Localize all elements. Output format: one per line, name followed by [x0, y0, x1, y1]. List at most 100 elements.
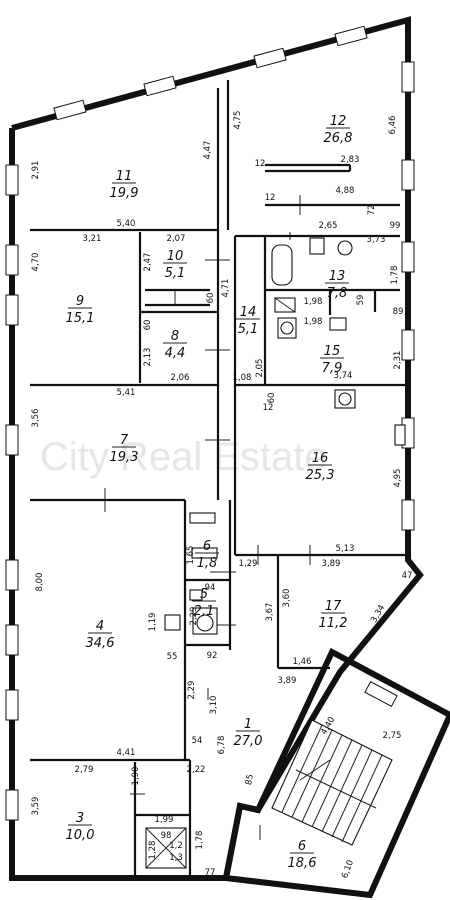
dimension-label: 1,28 [148, 841, 158, 860]
dimension-label: 6,46 [388, 116, 398, 135]
room-area-r8: 4,4 [165, 346, 186, 361]
room-number-r1: 1 [244, 717, 252, 732]
dimension-label: 4,47 [203, 141, 213, 160]
room-area-r11: 19,9 [110, 186, 139, 201]
dimension-label: 12 [265, 193, 276, 203]
dimension-label: 4,41 [117, 748, 136, 758]
room-area-r9: 15,1 [66, 311, 95, 326]
dimension-label: 3,74 [334, 371, 353, 381]
dimension-label: 2,13 [143, 348, 153, 367]
dimension-label: 2,07 [167, 234, 186, 244]
room-area-r1: 27,0 [234, 734, 263, 749]
dimension-label: 94 [205, 583, 216, 593]
dimension-label: 4,95 [393, 469, 403, 488]
dimension-label: 2,65 [319, 221, 338, 231]
room-area-r12: 26,8 [324, 131, 353, 146]
dimension-label: 3,89 [278, 676, 297, 686]
dimension-label: 54 [192, 736, 203, 746]
room-number-r5: 5 [200, 587, 208, 602]
room-area-r16: 25,3 [306, 468, 335, 483]
room-number-r17: 17 [325, 599, 342, 614]
dimension-label: 1,2 [169, 841, 183, 851]
dimension-label: 2,29 [187, 681, 197, 700]
room-number-r3: 3 [76, 811, 84, 826]
dimension-label: 60 [267, 393, 277, 404]
dimension-label: 3,10 [209, 696, 219, 715]
dimension-label: 99 [390, 221, 401, 231]
room-area-r7: 19,3 [110, 450, 139, 465]
dimension-label: 2,29 [189, 607, 199, 626]
radiator-icon [394, 424, 406, 446]
room-area-r4: 34,6 [86, 636, 115, 651]
dimension-label: 1,46 [293, 657, 312, 667]
dimension-label: 4,70 [31, 253, 41, 272]
dimension-label: 55 [167, 652, 178, 662]
dimension-label: 1,78 [390, 266, 400, 285]
room-area-r13: 7,8 [327, 286, 348, 301]
dimension-label: 1,08 [233, 373, 252, 383]
room-labels: 127,0310,0434,652,1618,661,8719,384,4915… [66, 114, 353, 871]
room-area-r17: 11,2 [319, 616, 348, 631]
dimension-label: 2,47 [143, 253, 153, 272]
dimension-label: 5,41 [117, 388, 136, 398]
dimension-label: 2,22 [187, 765, 206, 775]
dimension-label: 2,83 [341, 155, 360, 165]
room-number-r11: 11 [116, 169, 133, 184]
watermark-text: City Real Estate [40, 435, 327, 479]
windows [5, 25, 415, 821]
room-area-r15: 7,9 [322, 361, 343, 376]
dimension-label: 4,75 [233, 111, 243, 130]
dimension-label: 1,78 [195, 831, 205, 850]
dimension-label: 3,67 [265, 603, 275, 622]
dimension-label: 60 [206, 293, 216, 304]
dimension-label: 2,79 [75, 765, 94, 775]
dimension-label: 1,65 [186, 546, 196, 565]
bathtub-icon [271, 244, 293, 286]
dimension-label: 2,91 [31, 161, 41, 180]
room-number-r14: 14 [240, 305, 257, 320]
dimension-label: 6,78 [217, 736, 227, 755]
dimension-label: 3,73 [367, 235, 386, 245]
dimension-label: 12 [263, 403, 274, 413]
door-marks [104, 195, 311, 840]
dimension-label: 4,88 [336, 186, 355, 196]
dimension-label: 77 [205, 868, 216, 878]
room-area-r10: 5,1 [165, 266, 186, 281]
dimension-label: 3,60 [282, 589, 292, 608]
staircase [271, 719, 393, 846]
dimension-label: 1,19 [148, 613, 158, 632]
dimension-label: 2,06 [171, 373, 190, 383]
dimension-label: 5,13 [336, 544, 355, 554]
dimension-label: 3,89 [322, 559, 341, 569]
dimension-label: 4,71 [221, 279, 231, 298]
room-number-r16: 16 [312, 451, 329, 466]
room-number-r9: 9 [76, 294, 84, 309]
dimension-label: 12 [255, 159, 266, 169]
dimension-label: 92 [207, 651, 218, 661]
dimension-label: 6,10 [340, 859, 356, 880]
room-number-r6b: 6 [203, 539, 211, 554]
room-area-r3: 10,0 [66, 828, 95, 843]
room-number-r4: 4 [96, 619, 104, 634]
dimension-labels: 2,91 4,47 4,75 6,46 2,83 4,88 2,65 3,73 99 72 5,40… [31, 111, 412, 880]
dimension-label: 8,00 [35, 573, 45, 592]
dimension-label: 89 [393, 307, 404, 317]
outer-wall-main [9, 16, 424, 881]
dimension-label: 3,21 [83, 234, 102, 244]
sink-icon-3 [164, 614, 181, 631]
dimension-label: 72 [367, 205, 377, 216]
sink-icon [337, 240, 353, 256]
dimension-label: 1,3 [169, 853, 183, 863]
dimension-label: 59 [356, 295, 366, 306]
dimension-label: 85 [244, 773, 256, 785]
dimension-label: 5,40 [117, 219, 136, 229]
room-number-r6: 6 [298, 839, 306, 854]
dimension-label: 98 [161, 831, 172, 841]
room-number-r10: 10 [167, 249, 184, 264]
room-number-r12: 12 [330, 114, 347, 129]
toilet-icon [309, 237, 325, 255]
dimension-label: 1,98 [304, 297, 323, 307]
room-number-r8: 8 [171, 329, 179, 344]
